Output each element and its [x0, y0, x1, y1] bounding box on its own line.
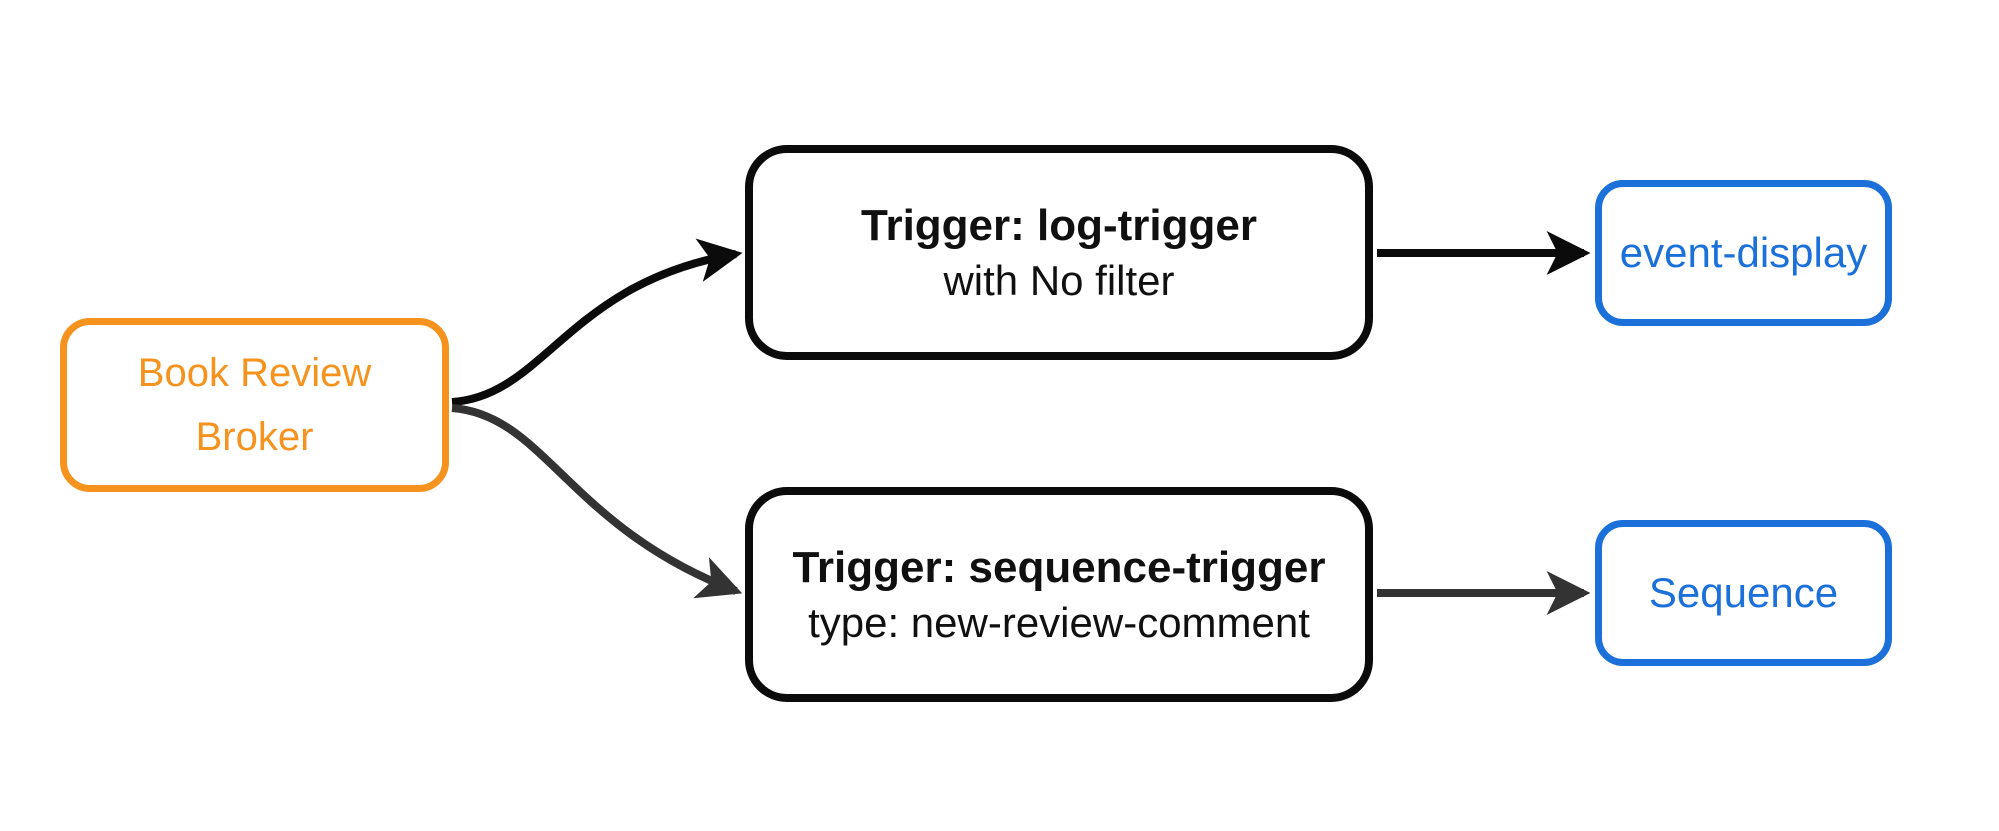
sequence-label: Sequence [1648, 569, 1839, 616]
node-sequence: Sequence [1595, 520, 1892, 666]
node-book-review-broker: Book Review Broker [60, 318, 449, 492]
sequence-trigger-subtitle: type: new-review-comment [808, 598, 1310, 646]
edge-broker-to-log-trigger [451, 238, 743, 406]
broker-label-line2: Broker [195, 415, 314, 459]
node-event-display: event-display [1595, 180, 1892, 326]
node-log-trigger: Trigger: log-trigger with No filter [745, 145, 1373, 360]
sequence-trigger-title: Trigger: sequence-trigger [792, 542, 1326, 592]
broker-label-line1: Book Review [137, 351, 372, 395]
log-trigger-subtitle: with No filter [943, 256, 1175, 304]
log-trigger-title: Trigger: log-trigger [861, 200, 1257, 250]
node-sequence-trigger: Trigger: sequence-trigger type: new-revi… [745, 487, 1373, 702]
event-display-label: event-display [1619, 229, 1868, 276]
edge-broker-to-sequence-trigger [451, 404, 743, 599]
